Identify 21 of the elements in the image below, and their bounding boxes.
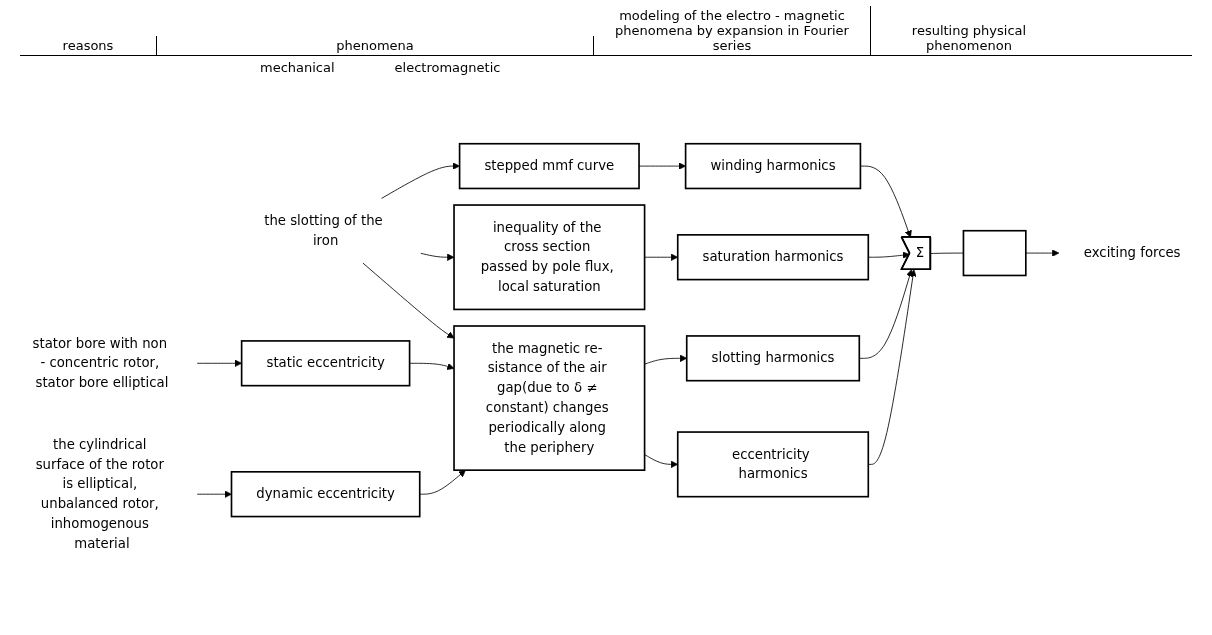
column-heading: phenomena [157,36,594,55]
category-label: electromagnetic [394,60,501,75]
node-box [962,229,1027,277]
column-heading: reasons [20,36,157,55]
node-box: winding harmonics [684,142,862,190]
node-box: stepped mmf curve [458,142,640,190]
node-text: the slotting of the iron [264,212,383,249]
node-text: stator bore with non - concentric rotor, stator bore elliptical [32,335,169,391]
node-box: dynamic eccentricity [230,471,421,518]
connector [930,252,964,254]
node-box: inequality of the cross section passed by pole flux, local saturation [453,204,646,311]
column-heading: resulting physical phenomenon [910,22,1028,55]
node-box: the magnetic re- sistance of the air gap(due to δ ≠ constant) changes periodically along the periphery [453,325,646,471]
column-heading: modeling of the electro - magnetic phenomena by expansion in Fourier series [594,6,871,55]
node-box: static eccentricity [240,340,411,387]
node-text: exciting forces [1083,244,1181,261]
node-text: the cylindrical surface of the rotor is elliptical, unbalanced rotor, inhomogenous material [35,436,164,552]
node-box: eccentricity harmonics [676,431,870,498]
node-box: saturation harmonics [676,234,870,281]
category-label: mechanical [260,60,335,75]
node-box: slotting harmonics [685,335,861,382]
